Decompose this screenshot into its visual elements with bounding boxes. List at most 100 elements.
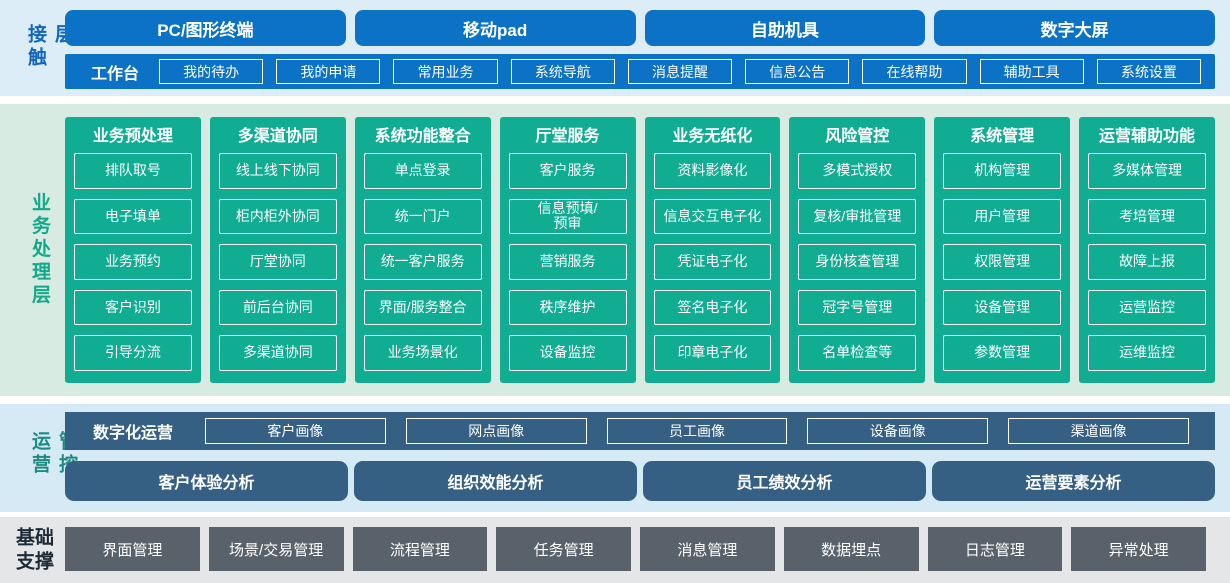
feature-box: 复核/审批管理 (798, 198, 917, 235)
workbench-item-common-business: 常用业务 (393, 59, 498, 84)
feature-box: 故障上报 (1088, 244, 1206, 280)
feature-box: 信息预填/ 预审 (508, 198, 627, 235)
column-system-management: 系统管理 机构管理 用户管理 权限管理 设备管理 参数管理 (934, 117, 1071, 383)
feature-box: 身份核查管理 (798, 244, 917, 280)
foundation-process-management: 流程管理 (352, 527, 488, 571)
feature-box: 前后台协同 (218, 289, 337, 326)
column-lobby-services: 厅堂服务 客户服务 信息预填/ 预审 营销服务 秩序维护 设备监控 (499, 117, 636, 383)
foundation-interface-management: 界面管理 (65, 527, 200, 571)
workbench-bar: 工作台 我的待办 我的申请 常用业务 系统导航 消息提醒 信息公告 在线帮助 辅… (65, 54, 1215, 89)
workbench-item-system-navigation: 系统导航 (510, 59, 615, 84)
feature-box: 柜内柜外协同 (218, 198, 337, 235)
foundation-items: 界面管理 场景/交易管理 流程管理 任务管理 消息管理 数据埋点 日志管理 异常… (65, 527, 1206, 571)
column-multichannel-collaboration: 多渠道协同 线上线下协同 柜内柜外协同 厅堂协同 前后台协同 多渠道协同 (209, 117, 346, 383)
column-title: 多渠道协同 (237, 128, 318, 145)
feature-box: 机构管理 (943, 153, 1062, 189)
foundation-scene-transaction-management: 场景/交易管理 (208, 527, 344, 571)
feature-box: 运维监控 (1088, 335, 1206, 371)
feature-box: 统一客户服务 (363, 244, 482, 280)
column-title: 业务无纸化 (672, 128, 753, 145)
digital-operations-bar: 数字化运营 客户画像 网点画像 员工画像 设备画像 渠道画像 (65, 412, 1215, 450)
feature-box: 界面/服务整合 (363, 289, 482, 326)
column-title: 厅堂服务 (535, 128, 600, 145)
portrait-customer: 客户画像 (205, 418, 386, 444)
feature-box: 设备监控 (508, 335, 627, 371)
workbench-item-message-reminder: 消息提醒 (627, 59, 733, 84)
workbench-item-auxiliary-tools: 辅助工具 (979, 59, 1084, 84)
workbench-item-my-applications: 我的申请 (276, 59, 381, 84)
business-layer-label: 业务处理层 (29, 192, 50, 308)
feature-box: 厅堂协同 (218, 244, 337, 280)
feature-box: 冠字号管理 (798, 289, 917, 326)
feature-box: 参数管理 (943, 335, 1062, 371)
channel-pc: PC/图形终端 (65, 10, 346, 46)
feature-box: 单点登录 (363, 153, 482, 189)
feature-box: 多模式授权 (798, 153, 917, 189)
column-title: 系统功能整合 (374, 128, 471, 145)
workbench-item-todo: 我的待办 (159, 59, 264, 84)
feature-box: 设备管理 (943, 289, 1062, 326)
feature-box: 业务场景化 (363, 335, 482, 371)
feature-box: 电子填单 (74, 198, 192, 235)
analysis-organization-efficiency: 组织效能分析 (354, 461, 637, 501)
feature-box: 签名电子化 (653, 289, 772, 326)
column-system-integration: 系统功能整合 单点登录 统一门户 统一客户服务 界面/服务整合 业务场景化 (354, 117, 491, 383)
column-title: 业务预处理 (92, 128, 173, 145)
feature-box: 凭证电子化 (653, 244, 772, 280)
column-business-preprocessing: 业务预处理 排队取号 电子填单 业务预约 客户识别 引导分流 (65, 117, 201, 383)
feature-box: 秩序维护 (508, 289, 627, 326)
foundation-data-tracking: 数据埋点 (783, 527, 919, 571)
digital-operations-label: 数字化运营 (93, 425, 174, 442)
feature-box: 多媒体管理 (1088, 153, 1206, 189)
analysis-customer-experience: 客户体验分析 (65, 461, 348, 501)
feature-box: 多渠道协同 (218, 335, 337, 371)
business-layer-band: 业务处理层 业务预处理 排队取号 电子填单 业务预约 客户识别 引导分流 多渠道… (0, 104, 1230, 396)
feature-box: 业务预约 (74, 244, 192, 280)
feature-box: 权限管理 (943, 244, 1062, 280)
analysis-operation-elements: 运营要素分析 (932, 461, 1215, 501)
foundation-log-management: 日志管理 (927, 527, 1063, 571)
workbench-label: 工作台 (91, 65, 140, 83)
feature-box: 客户服务 (508, 153, 627, 189)
feature-box: 信息交互电子化 (653, 198, 772, 235)
foundation-layer-label: 基础 支撑 (16, 527, 55, 572)
analysis-employee-performance: 员工绩效分析 (643, 461, 926, 501)
feature-box: 考培管理 (1088, 198, 1206, 235)
feature-box: 引导分流 (74, 335, 192, 371)
feature-box: 用户管理 (943, 198, 1062, 235)
portrait-device: 设备画像 (807, 418, 989, 444)
foundation-layer-band: 基础 支撑 界面管理 场景/交易管理 流程管理 任务管理 消息管理 数据埋点 日… (0, 517, 1230, 583)
channel-row: PC/图形终端 移动pad 自助机具 数字大屏 (65, 10, 1215, 46)
column-risk-control: 风险管控 多模式授权 复核/审批管理 身份核查管理 冠字号管理 名单检查等 (789, 117, 926, 383)
feature-box: 线上线下协同 (218, 153, 337, 189)
feature-box: 运营监控 (1088, 289, 1206, 326)
contact-layer-band: 接触层 PC/图形终端 移动pad 自助机具 数字大屏 工作台 我的待办 我的申… (0, 0, 1230, 96)
column-operation-auxiliary: 运营辅助功能 多媒体管理 考培管理 故障上报 运营监控 运维监控 (1079, 117, 1215, 383)
column-title: 系统管理 (970, 128, 1035, 145)
business-columns: 业务预处理 排队取号 电子填单 业务预约 客户识别 引导分流 多渠道协同 线上线… (65, 117, 1215, 383)
channel-digital-screen: 数字大屏 (934, 10, 1215, 46)
workbench-item-system-settings: 系统设置 (1096, 59, 1201, 84)
feature-box: 统一门户 (363, 198, 482, 235)
channel-self-service: 自助机具 (644, 10, 926, 46)
channel-mobile-pad: 移动pad (354, 10, 636, 46)
workbench-item-announcements: 信息公告 (745, 59, 850, 84)
operations-layer-band: 运营管控 数字化运营 客户画像 网点画像 员工画像 设备画像 渠道画像 客户体验… (0, 404, 1230, 512)
foundation-exception-handling: 异常处理 (1071, 527, 1206, 571)
portrait-employee: 员工画像 (606, 418, 788, 444)
analysis-row: 客户体验分析 组织效能分析 员工绩效分析 运营要素分析 (65, 461, 1215, 501)
foundation-task-management: 任务管理 (496, 527, 631, 571)
feature-box: 资料影像化 (653, 153, 772, 189)
workbench-items: 我的待办 我的申请 常用业务 系统导航 消息提醒 信息公告 在线帮助 辅助工具 … (159, 59, 1201, 84)
portrait-channel: 渠道画像 (1008, 418, 1189, 444)
digital-operations-items: 客户画像 网点画像 员工画像 设备画像 渠道画像 (205, 418, 1189, 444)
foundation-message-management: 消息管理 (640, 527, 775, 571)
feature-box: 客户识别 (74, 289, 192, 326)
feature-box: 名单检查等 (798, 335, 917, 371)
workbench-item-online-help: 在线帮助 (862, 59, 967, 84)
column-title: 运营辅助功能 (1099, 128, 1196, 145)
feature-box: 营销服务 (508, 244, 627, 280)
feature-box: 排队取号 (74, 153, 192, 189)
column-title: 风险管控 (825, 128, 890, 145)
feature-box: 印章电子化 (653, 335, 772, 371)
